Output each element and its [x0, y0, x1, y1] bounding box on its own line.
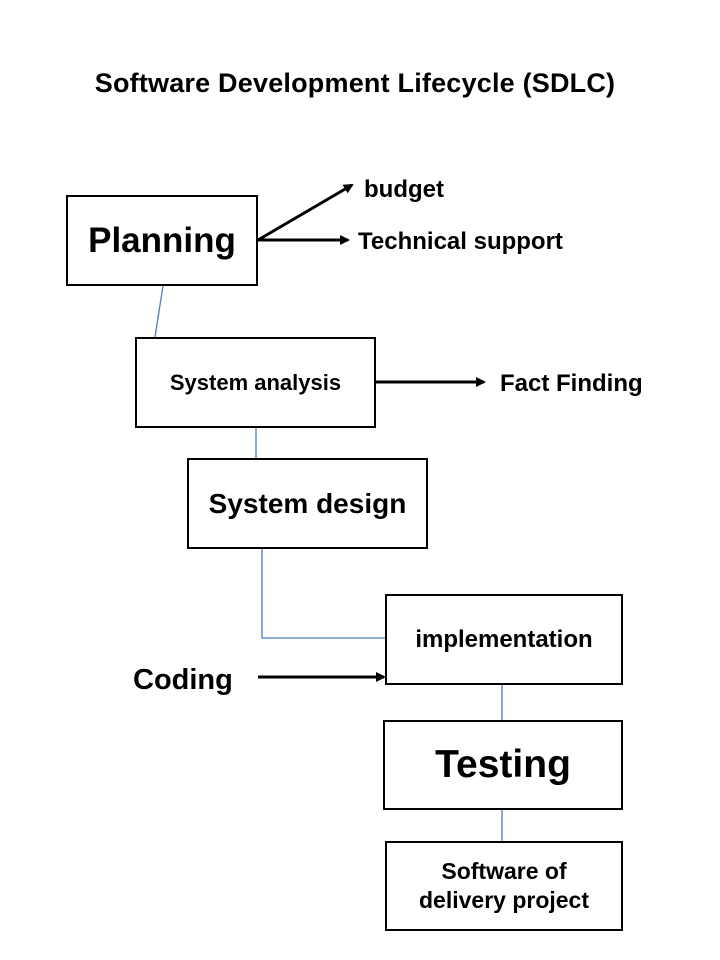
node-system-design-label: System design: [208, 488, 407, 519]
node-implementation-label: implementation: [415, 625, 593, 653]
node-planning: Planning: [66, 195, 258, 286]
node-delivery: Software of delivery project: [385, 841, 623, 931]
node-testing-label: Testing: [435, 742, 571, 786]
node-system-analysis: System analysis: [135, 337, 376, 428]
node-testing: Testing: [383, 720, 623, 810]
node-system-analysis-label: System analysis: [169, 369, 342, 395]
annotation-coding: Coding: [133, 664, 233, 696]
node-planning-label: Planning: [88, 220, 236, 260]
annotation-budget: budget: [364, 176, 444, 203]
node-delivery-label: Software of delivery project: [418, 858, 590, 913]
annotation-fact-finding: Fact Finding: [500, 370, 643, 397]
annotation-technical-support: Technical support: [358, 228, 563, 255]
diagram-title: Software Development Lifecycle (SDLC): [94, 68, 616, 98]
connector-design-implementation: [261, 549, 385, 639]
arrow-budget: [257, 183, 354, 242]
node-implementation: implementation: [385, 594, 623, 685]
node-system-design: System design: [187, 458, 428, 549]
connector-planning-analysis: [154, 285, 164, 338]
